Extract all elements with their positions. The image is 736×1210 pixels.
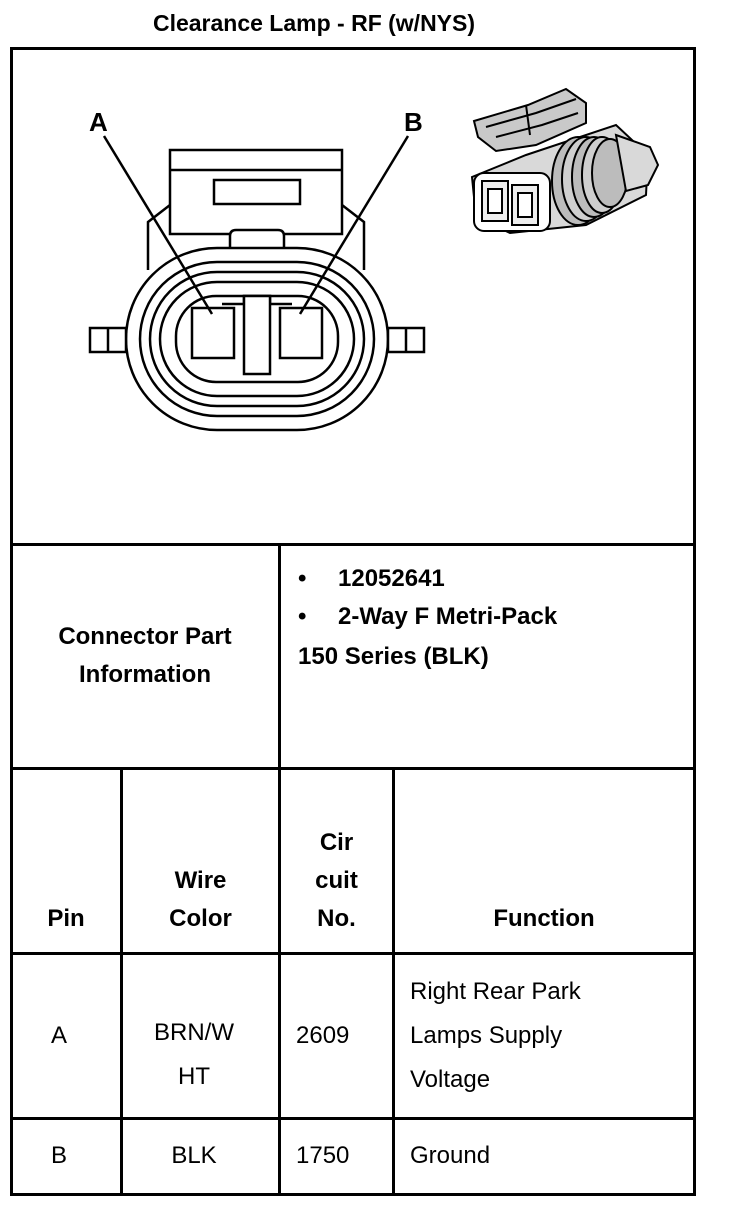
row-a-wire-line1: BRN/W: [154, 1019, 234, 1046]
header-circuit-line2: cuit: [315, 867, 358, 894]
row-a-pin: A: [50, 1022, 67, 1049]
header-circuit-line3: No.: [317, 905, 356, 932]
row-a-function-line2: Lamps Supply: [410, 1022, 563, 1049]
header-pin: Pin: [47, 905, 85, 932]
divider-header: [10, 952, 696, 955]
terminal-b: [278, 306, 324, 360]
connector-description-line1: 2-Way F Metri-Pack: [338, 603, 558, 630]
pin-a-label: A: [89, 107, 108, 137]
page-title: Clearance Lamp - RF (w/NYS): [152, 10, 476, 36]
border-right: [693, 47, 696, 1196]
border-bottom: [10, 1193, 696, 1196]
border-top: [10, 47, 696, 50]
row-a-circuit: 2609: [296, 1022, 350, 1049]
terminal-a: [190, 306, 236, 360]
row-b-wire: BLK: [171, 1142, 217, 1169]
row-a-function-line3: Voltage: [410, 1066, 491, 1093]
divider-info: [10, 767, 696, 770]
header-function: Function: [493, 905, 595, 932]
connector-description-line2: 150 Series (BLK): [298, 643, 489, 670]
row-b-pin: B: [50, 1142, 67, 1169]
divider-diagram: [10, 543, 696, 546]
row-a-wire-line2: HT: [178, 1063, 210, 1090]
bullet-icon: •: [298, 565, 307, 592]
divider-col-info: [278, 543, 281, 1196]
bullet-icon: •: [298, 603, 307, 630]
row-a-function-line1: Right Rear Park: [410, 978, 581, 1005]
border-left: [10, 47, 13, 1196]
row-b-function: Ground: [410, 1142, 491, 1169]
header-circuit-line1: Cir: [319, 829, 354, 856]
divider-col-pin: [120, 767, 123, 1196]
header-wire-line1: Wire: [174, 867, 227, 894]
divider-col-function: [392, 767, 395, 1196]
connector-3d-illustration: [470, 87, 660, 235]
divider-row-a: [10, 1117, 696, 1120]
pin-b-label: B: [404, 107, 423, 137]
row-b-circuit: 1750: [296, 1142, 350, 1169]
connector-part-number: 12052641: [338, 565, 445, 592]
header-wire-line2: Color: [169, 905, 232, 932]
connector-info-label-line2: Information: [79, 661, 211, 688]
connector-face-diagram: [88, 135, 426, 432]
connector-info-label-line1: Connector Part: [58, 623, 232, 650]
